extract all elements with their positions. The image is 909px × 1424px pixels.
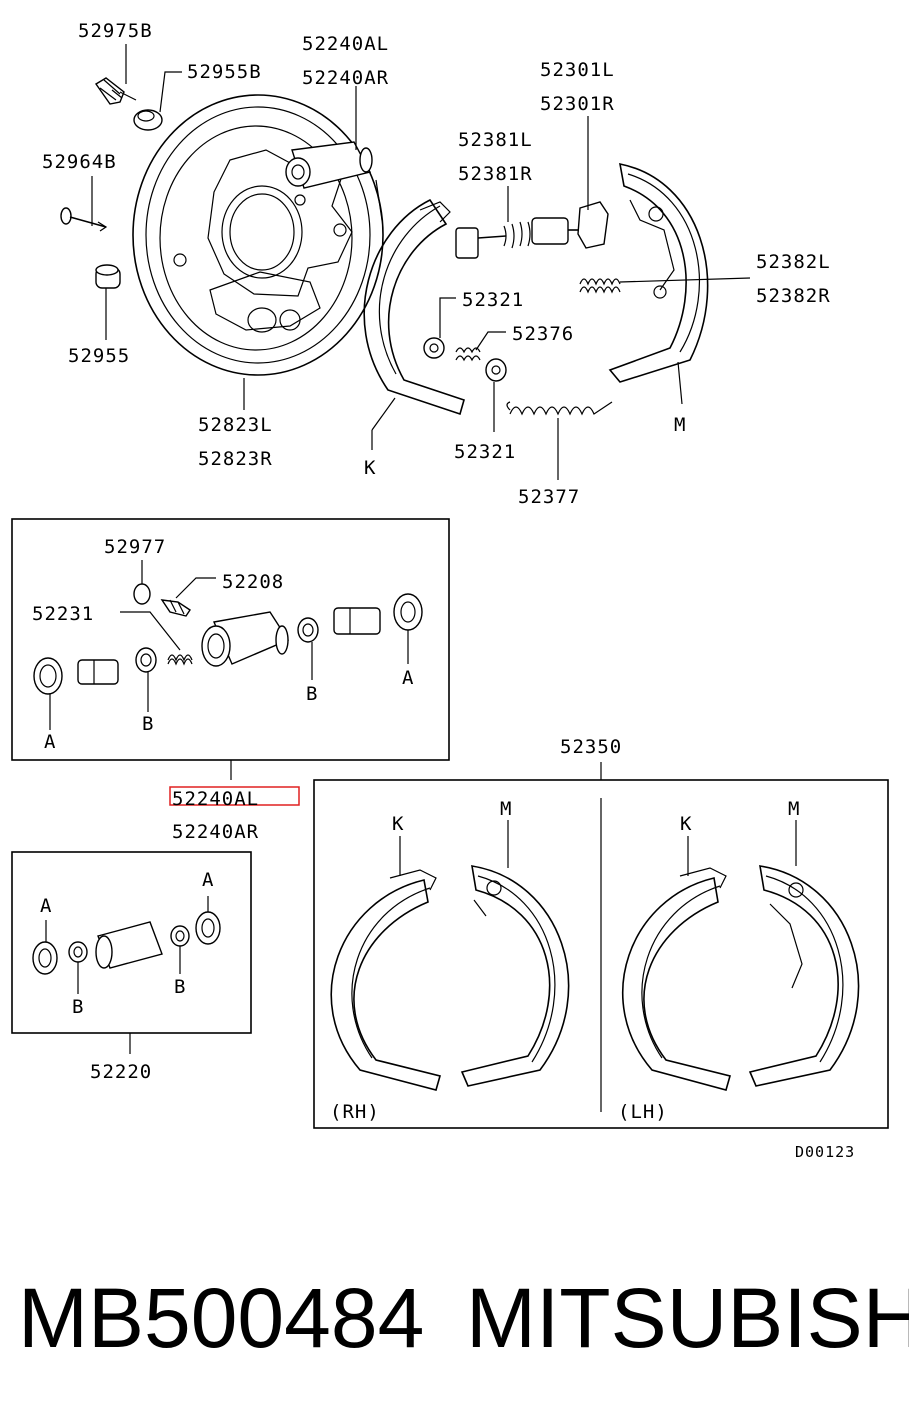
kit-cup-A-right-part — [195, 911, 221, 945]
cup-A-right-part — [393, 593, 423, 631]
brake-exploded-diagram: 52975B 52955B 52964B 52955 52823L 5282 — [11, 20, 889, 1161]
label-lh: (LH) — [618, 1101, 668, 1123]
label-52975B: 52975B — [78, 20, 153, 42]
label-52955B: 52955B — [187, 61, 262, 83]
label-52301L: 52301L — [540, 59, 615, 81]
highlight-box — [169, 786, 300, 806]
label-B-kit1: B — [72, 996, 84, 1018]
label-K-top: K — [364, 457, 376, 479]
shoe-k-rh-part — [330, 869, 441, 1091]
label-B-left: B — [142, 713, 154, 735]
kit-seal-B-right-part — [170, 925, 190, 947]
spring-52377-part — [506, 401, 613, 416]
piston-left-part — [77, 659, 119, 685]
label-M-top: M — [674, 414, 686, 436]
kit-cup-A-left-part — [32, 941, 58, 975]
label-52240AR-mid: 52240AR — [172, 821, 259, 843]
label-rh: (RH) — [330, 1101, 380, 1123]
diagram-code: D00123 — [795, 1143, 855, 1161]
label-52377: 52377 — [518, 486, 580, 508]
label-52955: 52955 — [68, 345, 130, 367]
seal-B-left-part — [135, 647, 157, 673]
label-52231: 52231 — [32, 603, 94, 625]
cylinder-body-part — [201, 611, 290, 667]
label-52823L: 52823L — [198, 414, 273, 436]
piston-right-part — [333, 607, 381, 635]
label-52382R: 52382R — [756, 285, 831, 307]
shoe-k-lh-part — [622, 867, 731, 1091]
label-A-right: A — [402, 667, 414, 689]
label-52220: 52220 — [90, 1061, 152, 1083]
retainer-52321-b-part — [485, 358, 507, 382]
label-52240AL-top: 52240AL — [302, 33, 389, 55]
shoe-set-box — [313, 779, 889, 1129]
label-B-mid: B — [306, 683, 318, 705]
label-52382L: 52382L — [756, 251, 831, 273]
plug-part — [95, 264, 121, 289]
spring-52231-part — [167, 654, 193, 666]
shoe-m-rh-part — [460, 865, 570, 1087]
label-52301R: 52301R — [540, 93, 615, 115]
label-M-rh: M — [500, 798, 512, 820]
part-number: MB500484 — [18, 1271, 425, 1365]
label-A-left: A — [44, 731, 56, 753]
label-52240AL-mid: 52240AL — [172, 788, 259, 810]
bleeder-screw-part — [94, 77, 137, 105]
label-A-kit1: A — [40, 895, 52, 917]
spring-52382-part — [579, 278, 621, 294]
hold-down-pin-part — [60, 207, 108, 232]
cup-A-left-part — [33, 657, 63, 695]
label-M-lh: M — [788, 798, 800, 820]
label-A-kit2: A — [202, 869, 214, 891]
parking-lever-part — [577, 201, 609, 249]
seal-B-right-part — [297, 617, 319, 643]
shoe-m-lh-part — [748, 865, 860, 1087]
label-52321-b: 52321 — [454, 441, 516, 463]
label-52823R: 52823R — [198, 448, 273, 470]
label-52208: 52208 — [222, 571, 284, 593]
footer: MB500484 MITSUBISHI — [0, 1270, 909, 1370]
label-K-lh: K — [680, 813, 692, 835]
label-K-rh: K — [392, 813, 404, 835]
label-52964B: 52964B — [42, 151, 117, 173]
kit-seal-B-left-part — [68, 941, 88, 963]
bleeder-52208-part — [160, 599, 191, 617]
brand-name: MITSUBISHI — [466, 1271, 909, 1365]
label-B-kit2: B — [174, 976, 186, 998]
bleeder-cap-part — [133, 109, 163, 131]
brake-shoe-k-top-part — [363, 198, 465, 416]
label-52350: 52350 — [560, 736, 622, 758]
backing-plate-part — [132, 94, 384, 376]
label-52376: 52376 — [512, 323, 574, 345]
repair-kit-box — [11, 851, 252, 1034]
adjuster-assembly-part — [455, 217, 584, 259]
label-52381R: 52381R — [458, 163, 533, 185]
label-52977: 52977 — [104, 536, 166, 558]
cap-52977-part — [133, 583, 151, 605]
brake-shoe-m-top-part — [608, 162, 709, 383]
label-52240AR-top: 52240AR — [302, 67, 389, 89]
label-52321-a: 52321 — [462, 289, 524, 311]
label-52381L: 52381L — [458, 129, 533, 151]
spring-52376-part — [455, 347, 481, 362]
retainer-52321-a-part — [423, 337, 445, 359]
wheel-cylinder-top-part — [285, 141, 373, 189]
kit-boot-part — [95, 921, 163, 969]
